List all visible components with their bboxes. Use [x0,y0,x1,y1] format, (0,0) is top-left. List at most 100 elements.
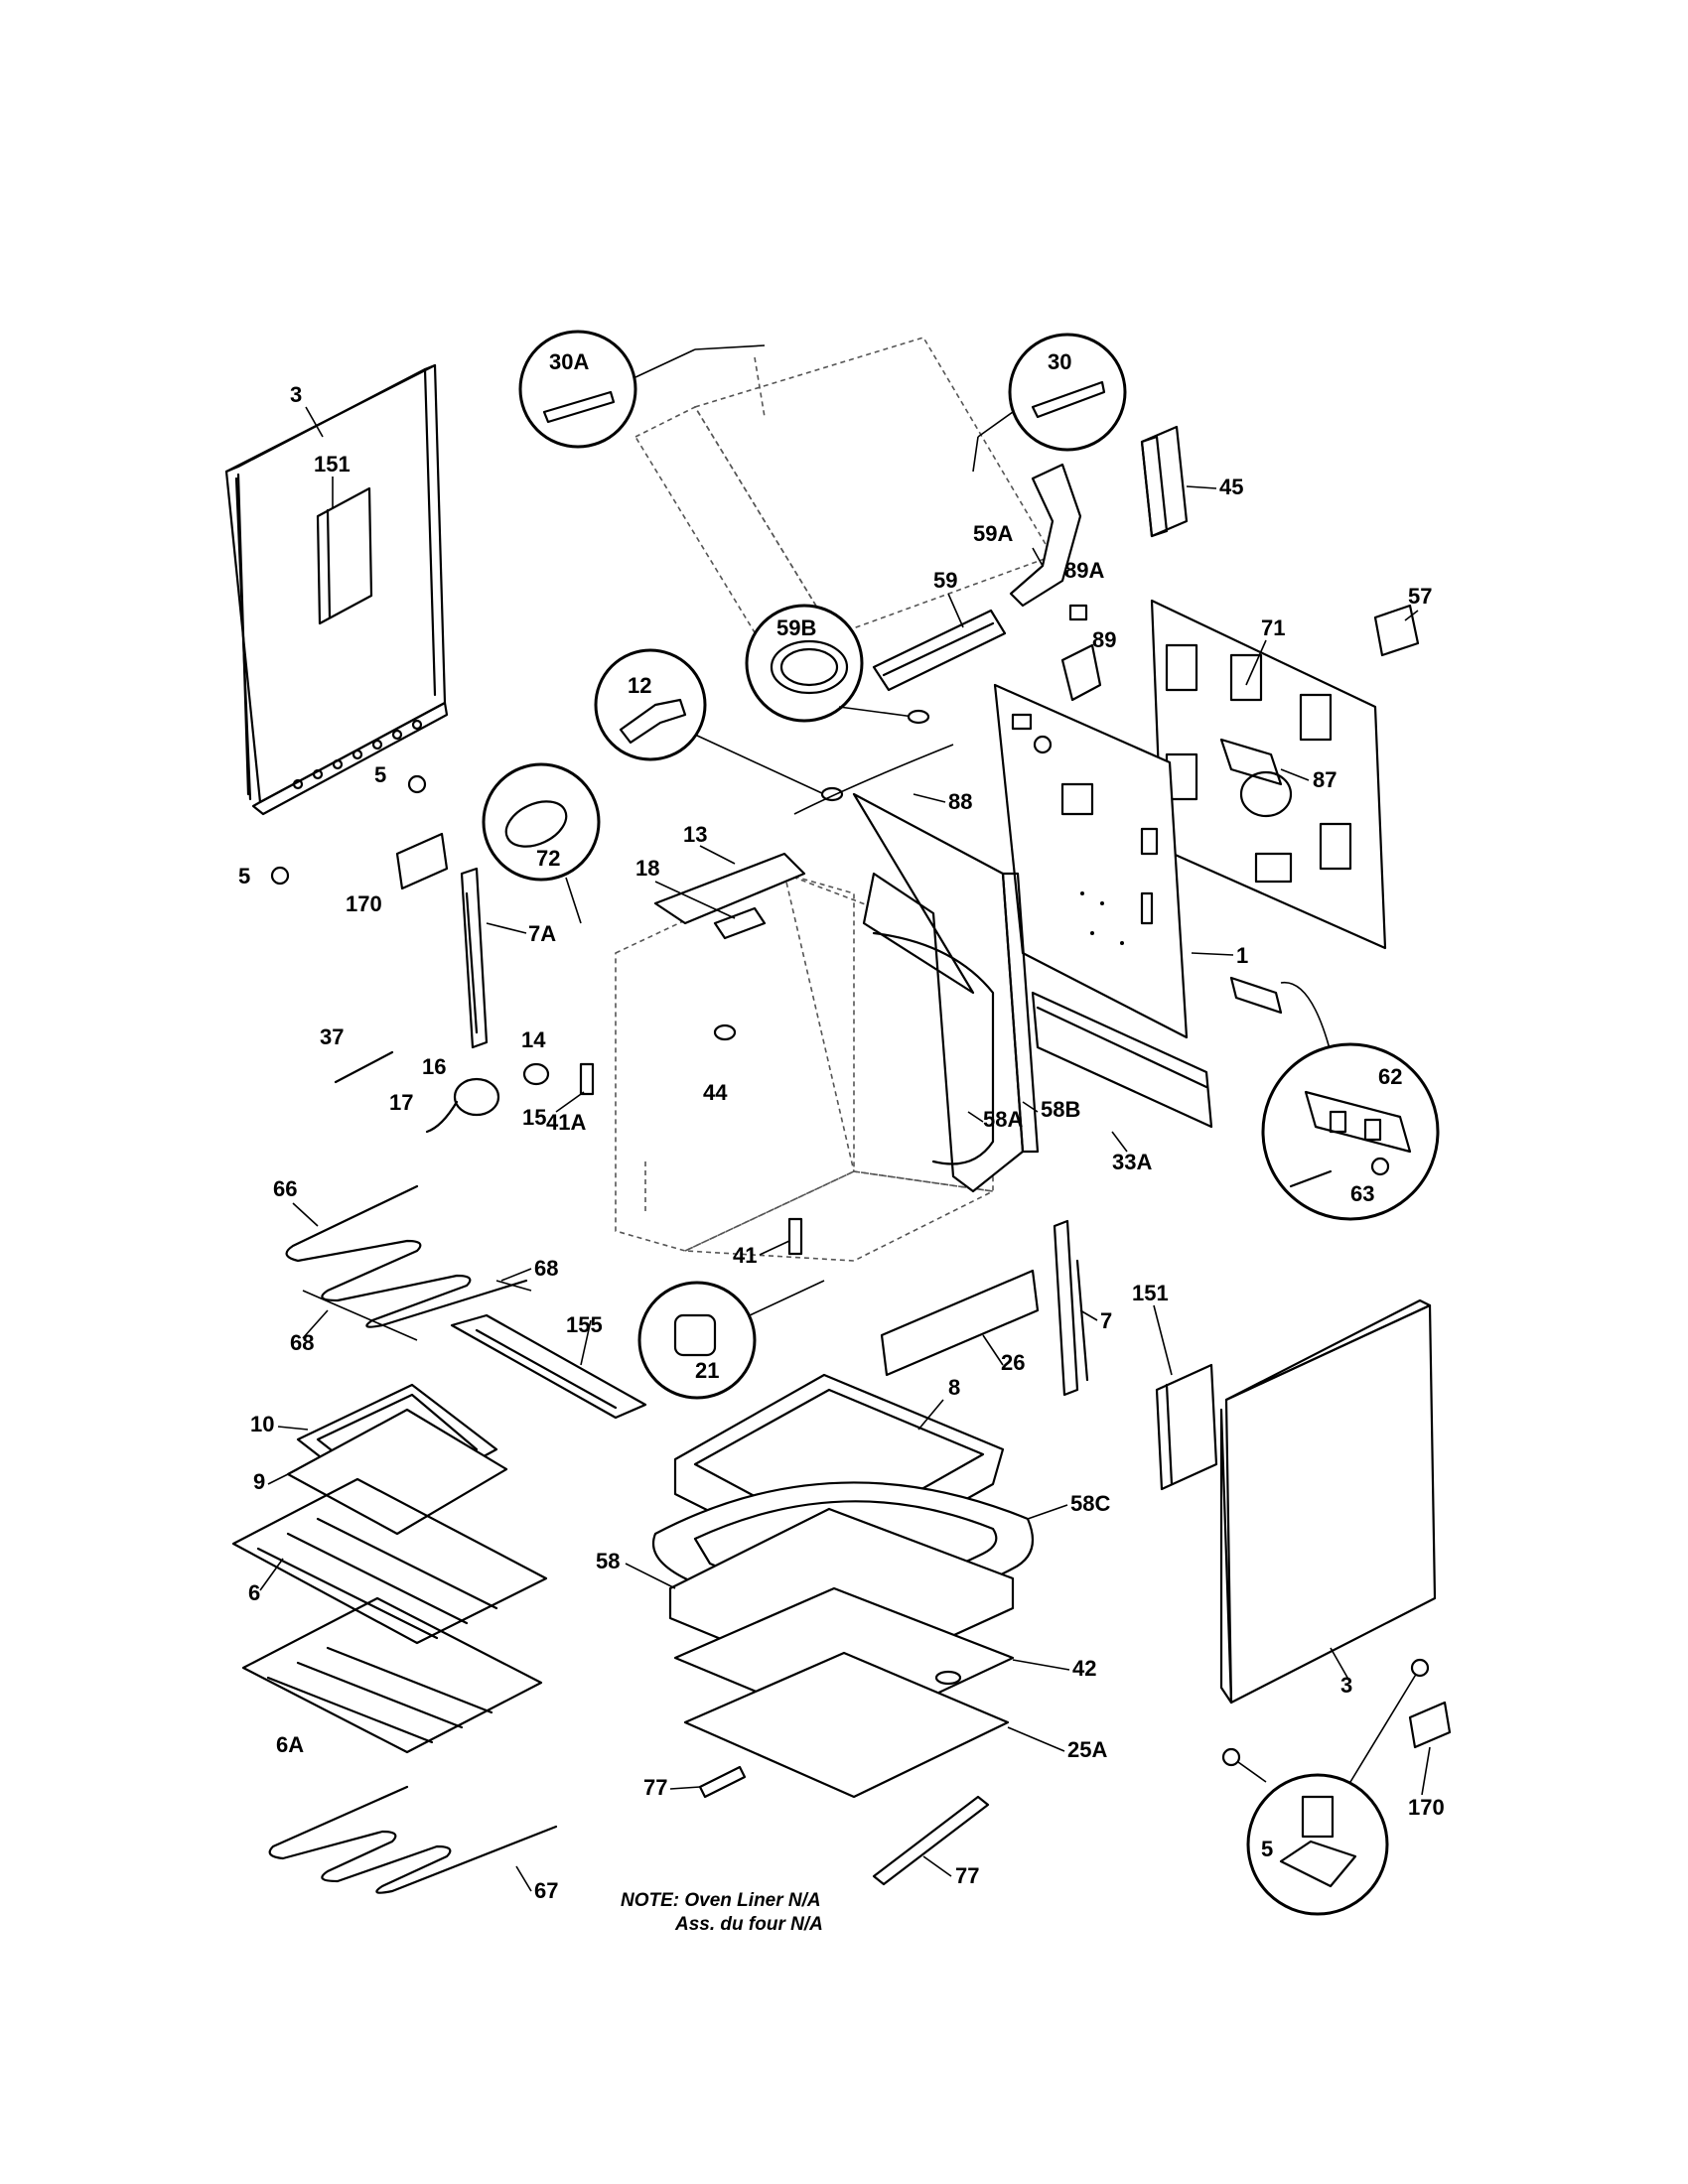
label-68-left: 68 [290,1330,314,1355]
side-panel-right [1219,1298,1437,1705]
label-170-right: 170 [1408,1795,1445,1820]
label-12: 12 [628,673,651,698]
callout-72 [482,762,601,924]
label-37: 37 [320,1024,344,1049]
plate-57 [1373,604,1420,657]
bake-element-67 [268,1785,558,1894]
rack-6A [241,1596,543,1754]
label-63: 63 [1350,1181,1374,1206]
bracket-151-left [316,486,373,625]
callout-30A [518,330,766,449]
label-6: 6 [248,1580,260,1605]
label-59A: 59A [973,521,1013,546]
callout-21 [637,1280,825,1400]
panel-25A [683,1651,1010,1799]
callout-12 [594,648,844,802]
wire-88 [793,744,954,815]
label-5-leveler: 5 [1261,1837,1273,1861]
label-9: 9 [253,1469,265,1494]
label-45: 45 [1219,475,1243,499]
label-5-upper: 5 [374,762,386,787]
label-59: 59 [933,568,957,593]
label-10: 10 [250,1412,274,1436]
label-88: 88 [948,789,972,814]
label-1: 1 [1236,943,1248,968]
label-67: 67 [534,1878,558,1903]
callout-59B [745,604,930,725]
label-155: 155 [566,1312,603,1337]
control-box-45 [1140,425,1189,538]
label-7: 7 [1100,1308,1112,1333]
screw-5-upper [407,774,427,794]
bracket-89 [1060,643,1102,702]
bracket-41A [579,1062,595,1096]
label-77-right: 77 [955,1863,979,1888]
label-58B: 58B [1041,1097,1080,1122]
callout-30 [972,333,1127,473]
label-89: 89 [1092,627,1116,652]
label-57: 57 [1408,584,1432,609]
part-labels: 3 151 5 5 170 30A 30 45 59A 89A 59 59B 7… [238,349,1445,1903]
label-leaders [259,406,1431,1892]
oven-cavity [615,872,996,1262]
label-13: 13 [683,822,707,847]
label-33A: 33A [1112,1150,1152,1174]
label-14: 14 [521,1027,546,1052]
label-71: 71 [1261,615,1285,640]
hinge-7A [460,867,489,1049]
slide-77-right [872,1795,990,1886]
label-26: 26 [1001,1350,1025,1375]
clip-170-right [1408,1701,1452,1749]
bracket-151-right [1155,1363,1218,1491]
duct-59A [1009,463,1082,608]
label-89A: 89A [1064,558,1104,583]
label-72: 72 [536,846,560,871]
back-panel-71 [1150,599,1387,950]
note-line-2: Ass. du four N/A [674,1914,823,1935]
label-17: 17 [389,1090,413,1115]
duct-59 [872,609,1007,692]
top-bracket-13 [653,852,806,940]
wire-68 [302,1280,532,1341]
label-77-left: 77 [643,1775,667,1800]
label-18: 18 [635,856,659,881]
label-21: 21 [695,1358,719,1383]
label-58C: 58C [1070,1491,1110,1516]
broiler-pan-9 [286,1408,508,1536]
label-151-right: 151 [1132,1281,1169,1305]
trim-33A [1031,991,1213,1129]
label-3-right: 3 [1340,1673,1352,1698]
label-62: 62 [1378,1064,1402,1089]
label-68-right: 68 [534,1256,558,1281]
wire-37 [334,1050,394,1084]
label-25A: 25A [1067,1737,1107,1762]
rear-wall-1 [993,683,1189,1039]
light-assembly [425,1062,550,1134]
label-42: 42 [1072,1656,1096,1681]
door-seal-58A [872,931,995,1165]
label-58: 58 [596,1549,620,1573]
label-170-left: 170 [346,891,382,916]
note: NOTE: Oven Liner N/A Ass. du four N/A [621,1890,823,1935]
label-6A: 6A [276,1732,304,1757]
label-30A: 30A [549,349,589,374]
label-3-left: 3 [290,382,302,407]
front-frame-58B [852,792,1040,1193]
label-41A: 41A [546,1110,586,1135]
screw-5-lower [270,866,290,886]
label-41: 41 [733,1243,757,1268]
callout-62 [1261,1042,1440,1221]
label-5-lower: 5 [238,864,250,888]
label-15: 15 [522,1105,546,1130]
label-87: 87 [1313,767,1336,792]
terminal-block [1229,976,1332,1053]
broil-element-66 [285,1184,528,1328]
slide-77-left [698,1765,747,1799]
bracket-26 [880,1269,1040,1377]
hinge-7 [1053,1219,1089,1397]
label-58A: 58A [983,1107,1023,1132]
note-line-1: NOTE: Oven Liner N/A [621,1890,821,1911]
callout-5-leveler [1221,1658,1430,1916]
label-30: 30 [1048,349,1071,374]
label-44: 44 [703,1080,728,1105]
